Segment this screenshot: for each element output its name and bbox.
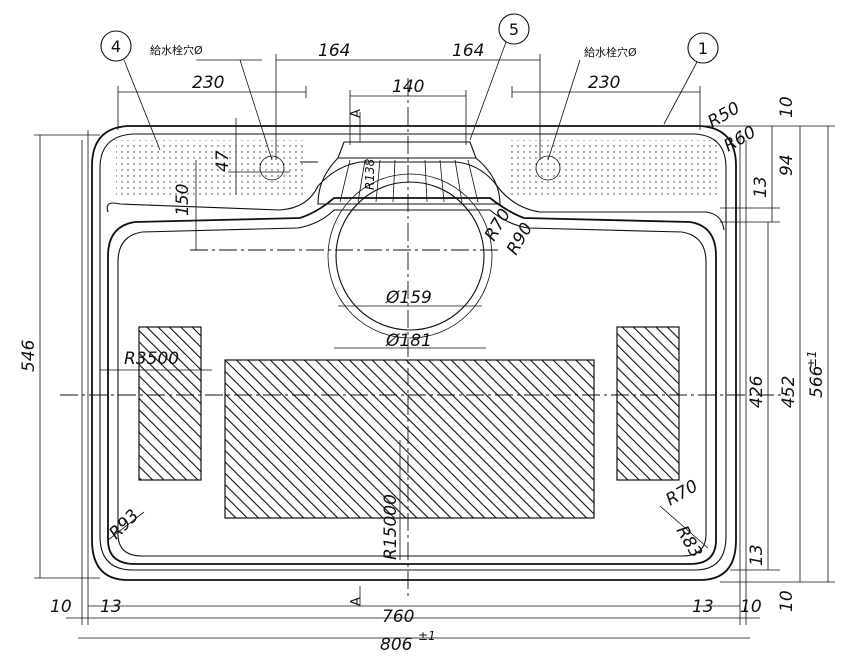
left-bottom-dimension-lines [34,134,760,639]
svg-text:150: 150 [173,184,193,216]
faucet-hole-right [535,155,561,181]
svg-text:47: 47 [213,150,233,172]
svg-text:164: 164 [318,41,350,61]
svg-text:5: 5 [509,20,519,39]
svg-text:230: 230 [588,73,620,93]
center-lines [60,78,790,600]
svg-text:R15000: R15000 [381,494,401,560]
svg-text:140: 140 [392,77,424,97]
svg-text:A: A [349,109,364,118]
svg-text:230: 230 [192,73,224,93]
faucet-deck [106,140,725,231]
svg-text:給水栓穴Ø: 給水栓穴Ø [584,45,637,59]
svg-text:13: 13 [692,597,714,617]
svg-text:13: 13 [747,544,767,566]
svg-text:1: 1 [698,39,708,58]
svg-text:Ø181: Ø181 [385,331,432,351]
svg-text:10: 10 [740,597,762,617]
hatch-left [138,326,202,481]
hatched-areas [138,326,680,519]
svg-text:10: 10 [777,590,797,612]
svg-text:±1: ±1 [805,350,819,368]
callout-4: 4 給水栓穴Ø [100,30,273,161]
svg-text:13: 13 [751,176,771,198]
callout-1: 1 給水栓穴Ø [547,32,719,161]
svg-text:A: A [349,597,364,606]
svg-text:566: 566 [807,365,827,398]
callout-5: 5 [469,13,530,141]
svg-text:806: 806 [380,635,413,655]
svg-text:4: 4 [111,37,121,56]
svg-text:10: 10 [777,96,797,118]
hatch-right [616,326,680,481]
right-dimension-lines [700,125,835,583]
svg-text:94: 94 [777,154,797,176]
section-mark-bottom: A [349,586,364,606]
drain-outer-circle [327,173,493,339]
section-mark-top: A [349,109,364,142]
svg-text:452: 452 [779,376,799,408]
svg-text:164: 164 [452,41,484,61]
svg-text:546: 546 [19,339,39,372]
svg-text:760: 760 [382,607,414,627]
faucet-hole-left [259,155,285,181]
svg-text:Ø159: Ø159 [385,288,432,308]
hatch-center [224,359,595,519]
svg-text:10: 10 [50,597,72,617]
svg-text:R70: R70 [663,476,702,510]
svg-text:13: 13 [100,597,122,617]
svg-text:給水栓穴Ø: 給水栓穴Ø [150,43,203,57]
svg-text:±1: ±1 [418,629,436,643]
svg-text:426: 426 [747,375,767,408]
sink-outline [81,125,747,625]
svg-text:R138: R138 [363,158,377,190]
top-dimension-lines [117,54,701,349]
svg-text:R3500: R3500 [124,349,179,369]
drain-basket [317,141,501,339]
drain-inner-circle [335,181,485,331]
